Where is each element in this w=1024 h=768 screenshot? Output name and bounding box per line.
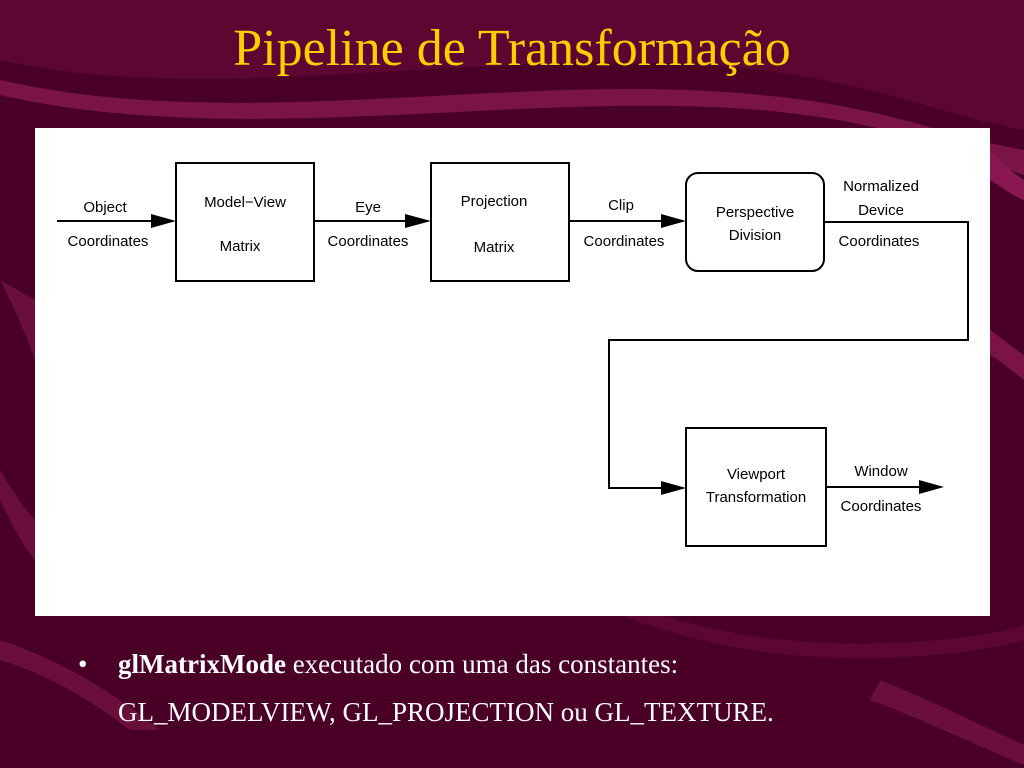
eye-label-top: Eye	[355, 199, 381, 216]
window-label-bottom: Coordinates	[841, 498, 922, 515]
viewport-transformation-box	[685, 427, 827, 547]
bullet-line-1-rest: executado com uma das constantes:	[285, 649, 679, 679]
bullet-bold-term: glMatrixMode	[118, 649, 286, 679]
perspective-box-label-top: Perspective	[716, 204, 794, 221]
bullet-symbol: •	[78, 649, 88, 679]
bullet-line-1: glMatrixMode executado com uma das const…	[118, 640, 774, 688]
pipeline-diagram-svg: Object Coordinates Model−View Matrix Eye…	[57, 162, 969, 547]
window-arrow-head	[919, 480, 944, 494]
projection-box-label-bottom: Matrix	[474, 239, 515, 256]
input-label-bottom: Coordinates	[68, 233, 149, 250]
projection-matrix-box	[430, 162, 570, 282]
modelview-box-label-bottom: Matrix	[220, 238, 261, 255]
clip-label-bottom: Coordinates	[584, 233, 665, 250]
clip-label-top: Clip	[608, 197, 634, 214]
ndc-label-line1: Normalized	[843, 178, 919, 195]
slide-title: Pipeline de Transformação	[233, 20, 791, 77]
eye-arrow-head	[405, 214, 431, 228]
input-arrow-head	[151, 214, 176, 228]
eye-label-bottom: Coordinates	[328, 233, 409, 250]
projection-box-label-top: Projection	[461, 193, 528, 210]
bullet-line-2: GL_MODELVIEW, GL_PROJECTION ou GL_TEXTUR…	[118, 697, 774, 727]
ndc-label-line3: Coordinates	[839, 233, 920, 250]
window-label-top: Window	[854, 463, 908, 480]
viewport-arrow-head	[661, 481, 686, 495]
pipeline-diagram: Object Coordinates Model−View Matrix Eye…	[35, 128, 990, 616]
ndc-connector-line	[608, 221, 969, 489]
modelview-matrix-box	[175, 162, 315, 282]
modelview-box-label-top: Model−View	[204, 194, 286, 211]
perspective-division-box	[685, 172, 825, 272]
perspective-box-label-bottom: Division	[729, 227, 782, 244]
input-label-top: Object	[83, 199, 127, 216]
bullet-text: glMatrixMode executado com uma das const…	[118, 640, 774, 736]
clip-arrow-head	[661, 214, 686, 228]
ndc-label-line2: Device	[858, 202, 904, 219]
viewport-box-label-bottom: Transformation	[706, 489, 806, 506]
viewport-box-label-top: Viewport	[727, 466, 786, 483]
